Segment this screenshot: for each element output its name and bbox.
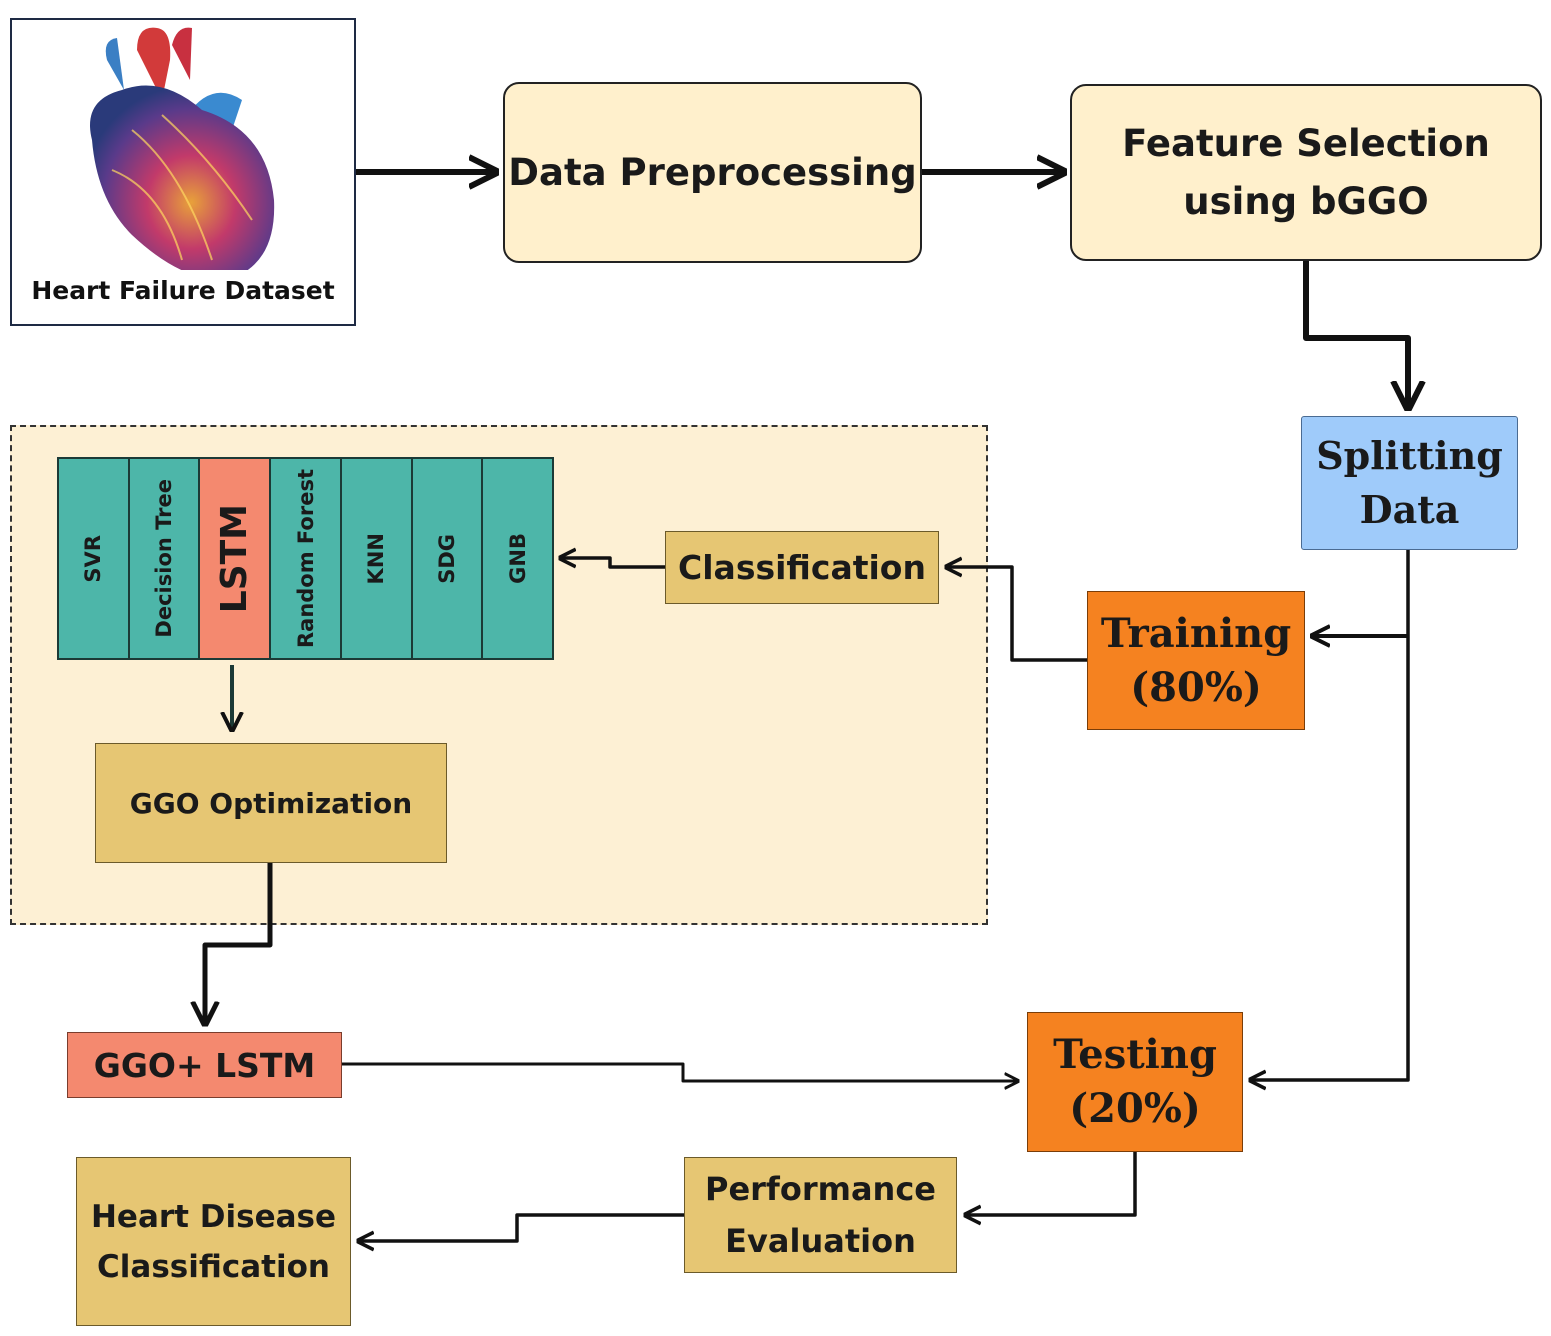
testing-box: Testing (20%) — [1027, 1012, 1243, 1152]
performance-label-2: Evaluation — [725, 1222, 916, 1260]
ggo-optimization-label: GGO Optimization — [129, 786, 413, 820]
classification-box: Classification — [665, 531, 939, 604]
classifier-label: KNN — [364, 532, 389, 585]
training-box: Training (80%) — [1087, 591, 1305, 730]
performance-label-1: Performance — [704, 1170, 936, 1208]
classifier-list: SVR Decision Tree LSTM Random Forest KNN… — [57, 457, 554, 660]
heart-icon — [90, 27, 275, 270]
classifier-label: Random Forest — [293, 468, 318, 648]
ggo-optimization-box: GGO Optimization — [95, 743, 447, 863]
classifier-random-forest: Random Forest — [271, 459, 342, 658]
arrow-training-to-classification — [946, 567, 1087, 662]
classifier-label: GNB — [505, 533, 530, 584]
data-preprocessing-box: Data Preprocessing — [503, 82, 922, 263]
classifier-svr: SVR — [59, 459, 130, 658]
feature-selection-box: Feature Selection using bGGO — [1070, 84, 1542, 261]
heart-disease-classification-box: Heart Disease Classification — [76, 1157, 351, 1326]
dataset-box: Heart Failure Dataset — [10, 18, 356, 326]
arrow-classification-to-classifiers — [560, 558, 665, 569]
splitting-label-1: Splitting — [1316, 433, 1503, 478]
testing-label: Testing — [1053, 1031, 1217, 1078]
classifier-gnb: GNB — [483, 459, 553, 658]
splitting-label-2: Data — [1359, 487, 1460, 532]
arrow-ggo-to-ggo-lstm — [205, 863, 273, 1024]
classifier-sdg: SDG — [412, 459, 484, 658]
testing-percent: (20%) — [1069, 1085, 1201, 1132]
feature-selection-label-2: using bGGO — [1183, 179, 1429, 223]
arrow-ggo-lstm-to-testing — [342, 1062, 1018, 1081]
arrow-feature-selection-to-splitting — [1303, 261, 1408, 408]
dataset-label: Heart Failure Dataset — [31, 276, 335, 305]
result-label-1: Heart Disease — [90, 1198, 337, 1235]
classifier-knn: KNN — [341, 459, 413, 658]
splitting-data-box: Splitting Data — [1301, 416, 1518, 550]
classifier-label: LSTM — [214, 503, 256, 614]
ggo-lstm-label: GGO+ LSTM — [93, 1045, 316, 1085]
arrow-performance-to-result — [358, 1213, 684, 1241]
classifier-label: SDG — [434, 533, 459, 584]
classifier-lstm: LSTM — [200, 459, 272, 658]
classifier-label: SVR — [81, 534, 106, 583]
result-label-2: Classification — [97, 1248, 330, 1285]
feature-selection-label-1: Feature Selection — [1122, 121, 1490, 165]
performance-evaluation-box: Performance Evaluation — [684, 1157, 957, 1273]
classifier-label: Decision Tree — [152, 479, 177, 638]
line-splitting-down — [1250, 550, 1410, 1080]
classification-label: Classification — [678, 548, 926, 587]
ggo-lstm-box: GGO+ LSTM — [67, 1032, 342, 1098]
arrow-testing-to-performance — [965, 1152, 1137, 1215]
training-percent: (80%) — [1130, 663, 1262, 711]
training-label: Training — [1100, 609, 1292, 657]
data-preprocessing-label: Data Preprocessing — [508, 151, 917, 194]
classifier-decision-tree: Decision Tree — [129, 459, 201, 658]
